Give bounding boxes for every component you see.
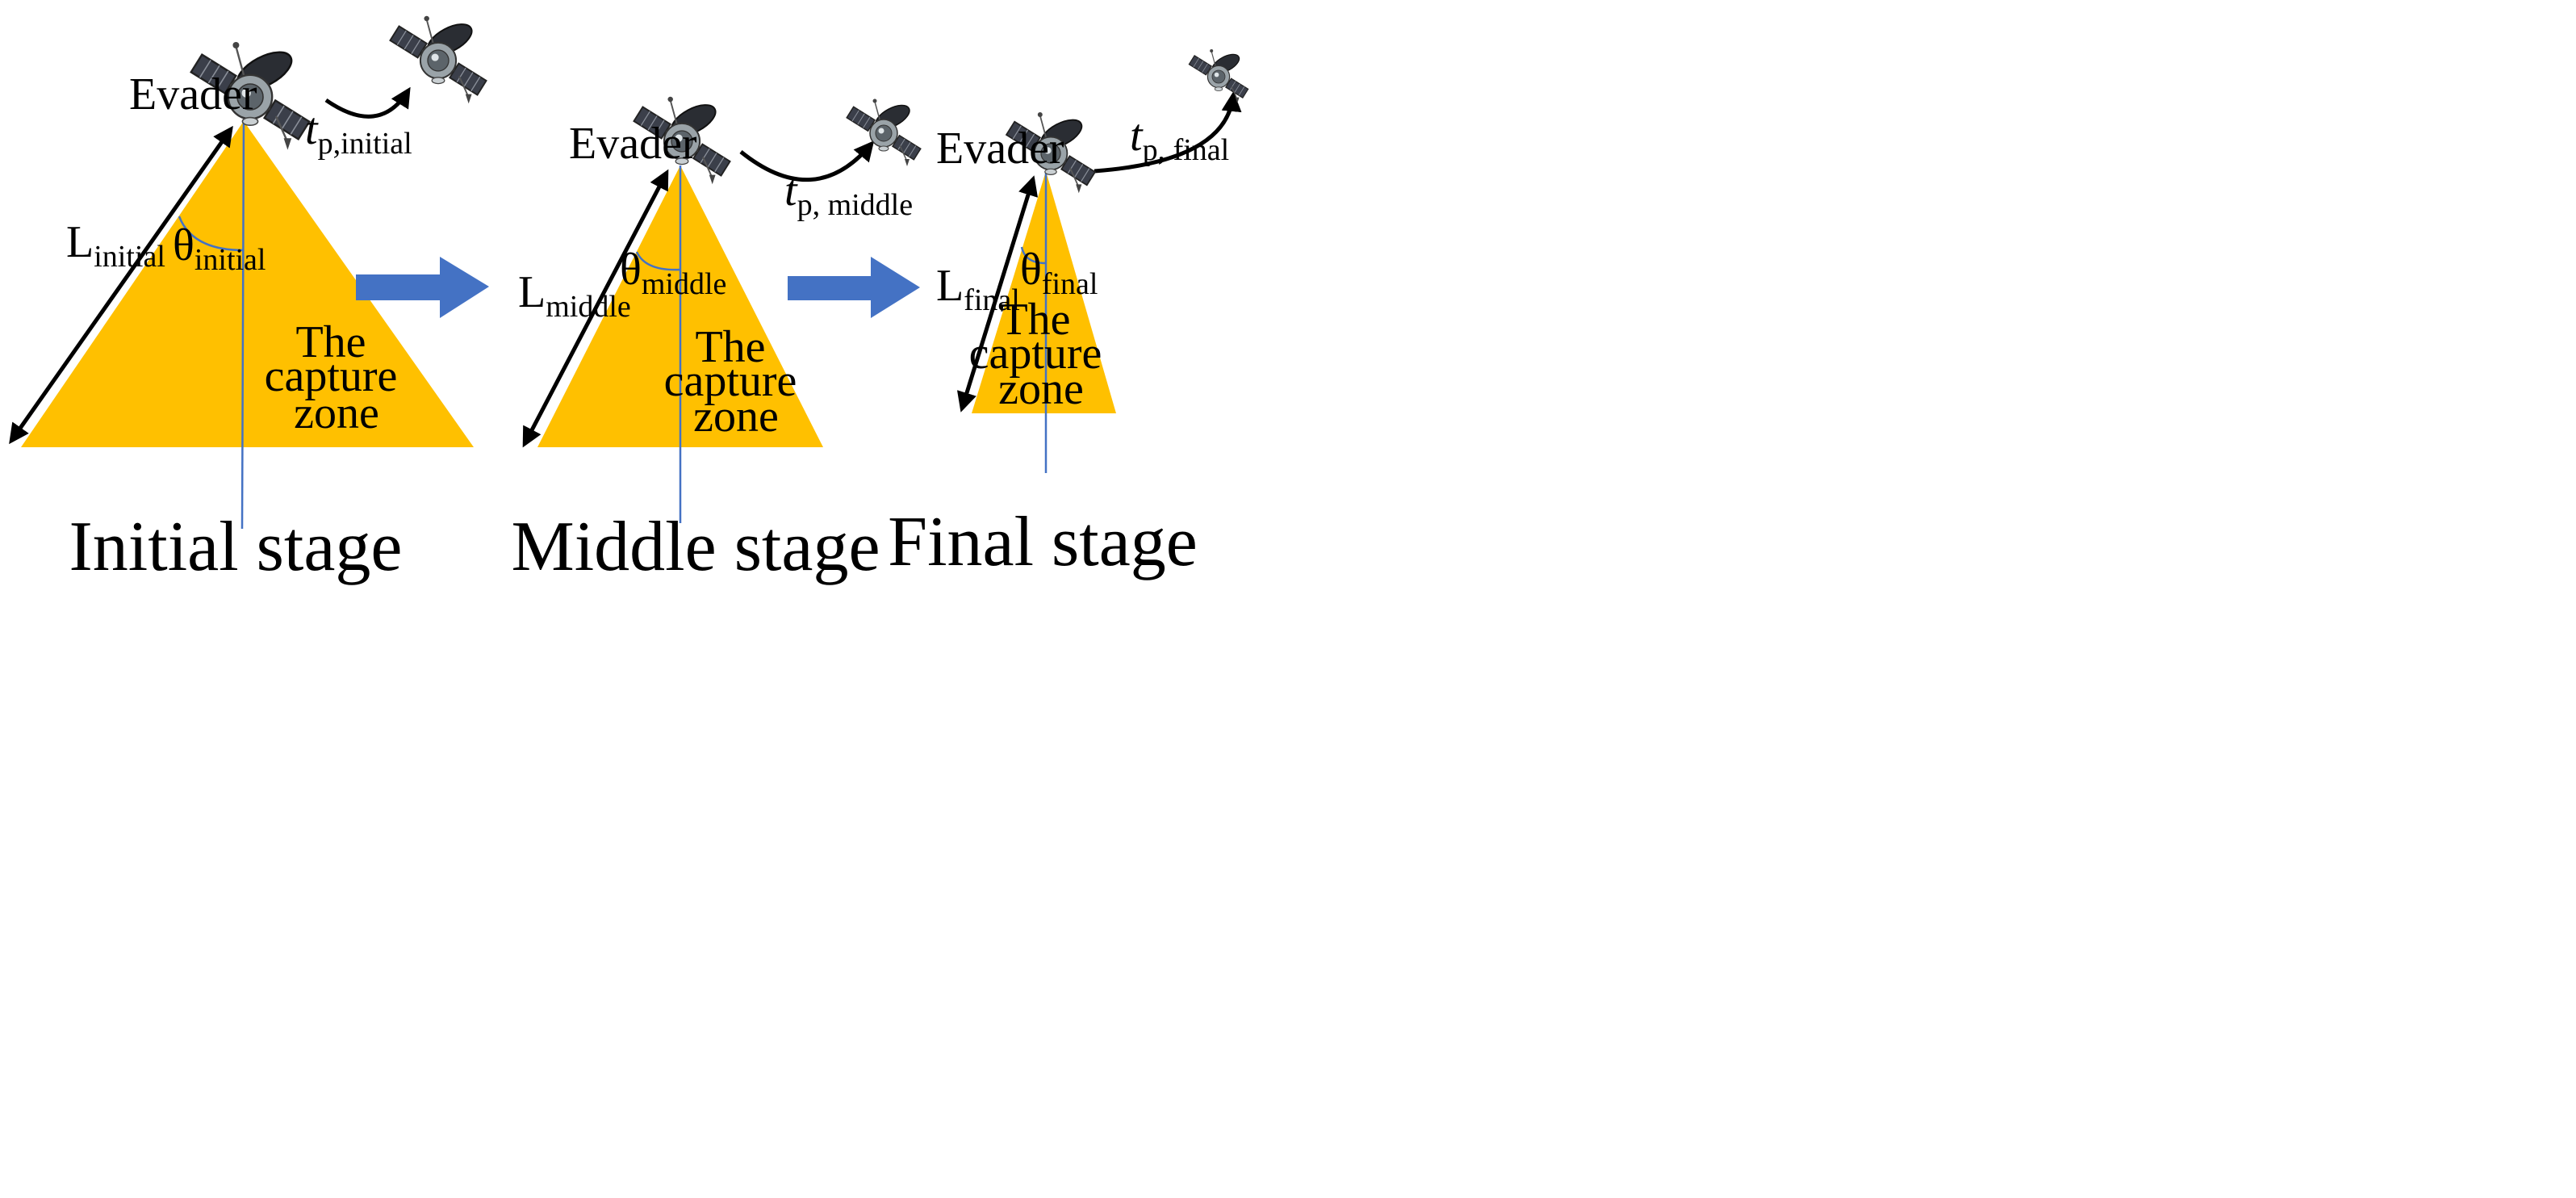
capture-zone-label: The capture zone — [265, 317, 409, 438]
length-label: Lmiddle — [518, 267, 631, 324]
transition-arrow — [788, 257, 920, 318]
theta-label: θmiddle — [620, 245, 726, 301]
stage-middle: Evader tp, middle Lmiddle θmiddle The ca… — [511, 95, 922, 586]
length-arrow — [956, 175, 1039, 413]
capture-zone-label: The capture zone — [969, 295, 1114, 414]
stage-label: Initial stage — [69, 508, 403, 586]
stage-final: Evader tp, final Lfinal θfinal The captu… — [888, 48, 1249, 581]
satellite-icon — [389, 15, 487, 105]
length-label: Lfinal — [936, 261, 1020, 317]
length-label: Linitial — [66, 217, 165, 274]
escape-arrow — [739, 140, 875, 182]
length-arrow — [522, 169, 669, 448]
satellite-icon — [1188, 48, 1249, 104]
evader-label: Evader — [129, 69, 257, 119]
stage-initial: Evader tp,initial Linitial θinitial The … — [9, 15, 487, 586]
time-label: tp,initial — [305, 104, 412, 161]
theta-label: θinitial — [173, 220, 266, 277]
theta-label: θfinal — [1020, 245, 1098, 301]
capture-zone-label: The capture zone — [664, 322, 809, 442]
stage-label: Middle stage — [511, 508, 880, 586]
axis-line — [240, 120, 245, 530]
length-arrow — [9, 125, 233, 445]
evader-label: Evader — [936, 124, 1064, 174]
stage-label: Final stage — [888, 503, 1198, 581]
time-label: tp, final — [1130, 111, 1229, 167]
evader-label: Evader — [569, 119, 697, 169]
time-label: tp, middle — [784, 165, 913, 222]
escape-arrow — [324, 86, 411, 119]
escape-arrow — [1094, 91, 1242, 174]
transition-arrow — [356, 257, 489, 318]
